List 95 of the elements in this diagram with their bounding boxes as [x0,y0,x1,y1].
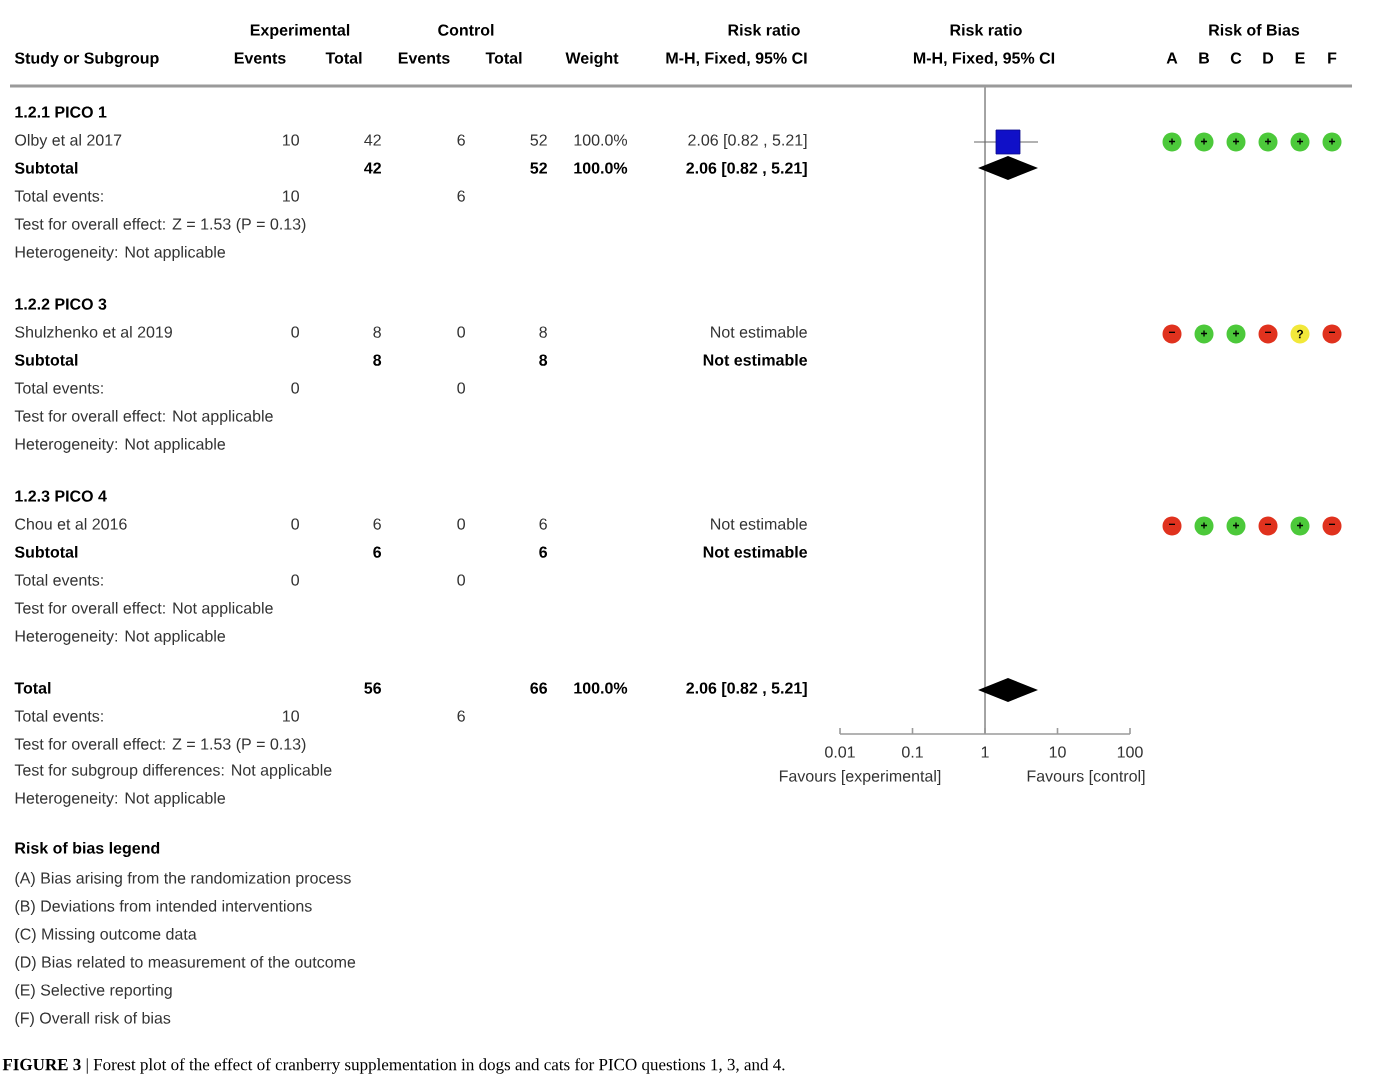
column-header: Risk ratio [950,24,1022,36]
note: Heterogeneity: Not applicable [15,630,226,645]
cell-value: 0 [291,326,299,338]
cell-value: 6 [373,546,382,558]
column-header: Events [234,52,286,64]
row-label: Subtotal [14,546,78,558]
cell-value: 2.06 [0.82 , 5.21] [688,134,807,149]
cell-value: 10 [283,134,299,146]
cell-value: 6 [457,134,465,146]
legend-item: (D) Bias related to measurement of the outcome [15,956,356,971]
cell-value: 2.06 [0.82 , 5.21] [686,162,807,177]
cell-value: Not estimable [711,326,807,338]
cell-value: 52 [530,162,547,174]
tick-label: 1 [981,746,989,758]
cell-value: 10 [283,190,299,202]
note: Test for overall effect: Not applicable [14,602,273,617]
study-name: Shulzhenko et al 2019 [15,326,172,338]
column-header: Experimental [250,24,350,39]
column-header: E [1295,52,1305,64]
column-header: F [1328,52,1337,64]
column-header: Total [325,52,362,64]
cell-value: 6 [457,190,465,202]
figure-caption: FIGURE 3 | Forest plot of the effect of cranberry supplementation in dogs and cats for PICO questions 1, 3, and 4. [2,1058,785,1074]
row-label: Subtotal [14,162,78,174]
cell-value: 56 [364,682,382,694]
cell-value: 8 [539,326,547,338]
cell-value: Not estimable [703,354,808,366]
note: Heterogeneity: Not applicable [15,438,226,453]
row-label: Total events: [14,574,103,586]
cell-value: Not estimable [703,546,808,558]
column-header: Study or Subgroup [14,52,159,67]
column-header: Control [438,24,494,36]
legend-item: (E) Selective reporting [15,984,172,999]
cell-value: 8 [373,326,381,338]
cell-value: 6 [539,518,547,530]
cell-value: Not estimable [711,518,807,530]
cell-value: 0 [457,326,465,338]
row-label: Total [14,682,51,694]
study-name: Chou et al 2016 [15,518,127,530]
subgroup-heading: 1.2.2 PICO 3 [15,298,107,310]
column-header: D [1263,52,1274,64]
column-header: M-H, Fixed, 95% CI [913,52,1055,67]
tick-label: 100 [1117,746,1143,758]
cell-value: 0 [457,574,465,586]
tick-label: 10 [1049,746,1066,758]
cell-value: 0 [291,574,299,586]
legend-heading: Risk of bias legend [15,842,160,857]
cell-value: 8 [373,354,382,366]
note: Test for subgroup differences: Not applicable [14,764,332,779]
legend-item: (A) Bias arising from the randomization process [15,872,351,887]
cell-value: 0 [291,518,299,530]
note: Test for overall effect: Z = 1.53 (P = 0.13) [14,738,306,753]
note: Heterogeneity: Not applicable [15,246,226,261]
column-header: A [1166,52,1178,64]
column-header: C [1230,52,1242,64]
column-header: Risk of Bias [1209,24,1300,36]
subgroup-heading: 1.2.3 PICO 4 [15,490,107,502]
cell-value: 0 [457,518,465,530]
tick-label: 0.1 [902,746,923,758]
cell-value: 66 [530,682,548,694]
cell-value: 10 [283,710,299,722]
cell-value: 8 [539,354,548,366]
axis-label: Favours [control] [1027,770,1145,785]
note: Test for overall effect: Not applicable [14,410,273,425]
row-label: Total events: [14,190,103,202]
row-label: Subtotal [14,354,78,366]
row-label: Total events: [14,710,103,722]
cell-value: 6 [373,518,381,530]
cell-value: 6 [457,710,465,722]
cell-value: 52 [530,134,547,146]
axis-label: Favours [experimental] [779,770,941,785]
subgroup-heading: 1.2.1 PICO 1 [15,106,107,118]
cell-value: 0 [291,382,299,394]
cell-value: 100.0% [574,134,628,146]
legend-item: (C) Missing outcome data [15,928,197,943]
tick-label: 0.01 [825,746,855,758]
cell-value: 100.0% [574,682,628,694]
column-header: B [1199,52,1210,64]
cell-value: 100.0% [574,162,628,174]
note: Test for overall effect: Z = 1.53 (P = 0.13) [14,218,306,233]
column-header: M-H, Fixed, 95% CI [666,52,807,67]
cell-value: 2.06 [0.82 , 5.21] [686,682,807,697]
cell-value: 6 [539,546,548,558]
column-header: Weight [565,52,619,67]
column-header: Risk ratio [728,24,800,36]
column-header: Events [398,52,450,64]
cell-value: 42 [364,162,381,174]
study-name: Olby et al 2017 [15,134,122,149]
column-header: Total [485,52,522,64]
cell-value: 0 [457,382,465,394]
row-label: Total events: [14,382,103,394]
legend-item: (B) Deviations from intended interventions [15,900,312,915]
note: Heterogeneity: Not applicable [15,792,226,807]
cell-value: 42 [364,134,381,146]
legend-item: (F) Overall risk of bias [15,1012,171,1027]
